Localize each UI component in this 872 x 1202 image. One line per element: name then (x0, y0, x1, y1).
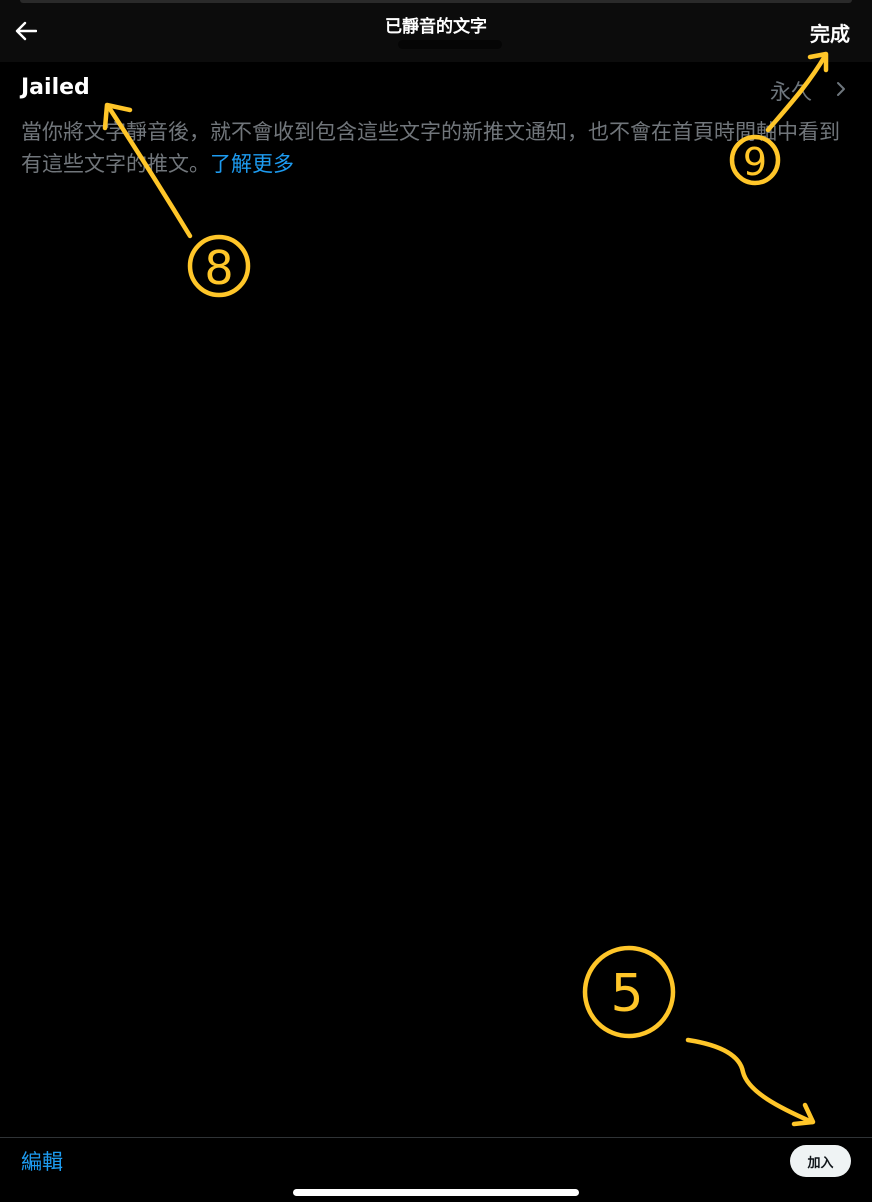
learn-more-link[interactable]: 了解更多 (210, 152, 294, 176)
arrow-left-icon (15, 21, 37, 41)
annotation-8-label: 8 (204, 241, 233, 295)
header-bar: 已靜音的文字 完成 (0, 0, 872, 62)
home-indicator (293, 1189, 579, 1196)
mute-duration: 永久 (770, 80, 812, 104)
description-text: 當你將文字靜音後，就不會收到包含這些文字的新推文通知，也不會在首頁時間軸中看到有… (21, 120, 840, 176)
chevron-right-icon (837, 82, 845, 96)
back-button[interactable] (10, 14, 42, 48)
top-sliver (20, 0, 852, 3)
edit-button[interactable]: 編輯 (21, 1150, 63, 1174)
annotation-5-label: 5 (610, 964, 643, 1024)
annotation-5 (582, 945, 816, 1127)
subtitle-redaction (398, 40, 502, 49)
done-button[interactable]: 完成 (810, 22, 850, 46)
add-button[interactable]: 加入 (790, 1145, 851, 1177)
muted-word-row[interactable]: Jailed 永久 (0, 62, 872, 118)
muted-words-description: 當你將文字靜音後，就不會收到包含這些文字的新推文通知，也不會在首頁時間軸中看到有… (21, 116, 851, 180)
muted-word-text: Jailed (21, 75, 90, 100)
page-title: 已靜音的文字 (385, 17, 487, 37)
